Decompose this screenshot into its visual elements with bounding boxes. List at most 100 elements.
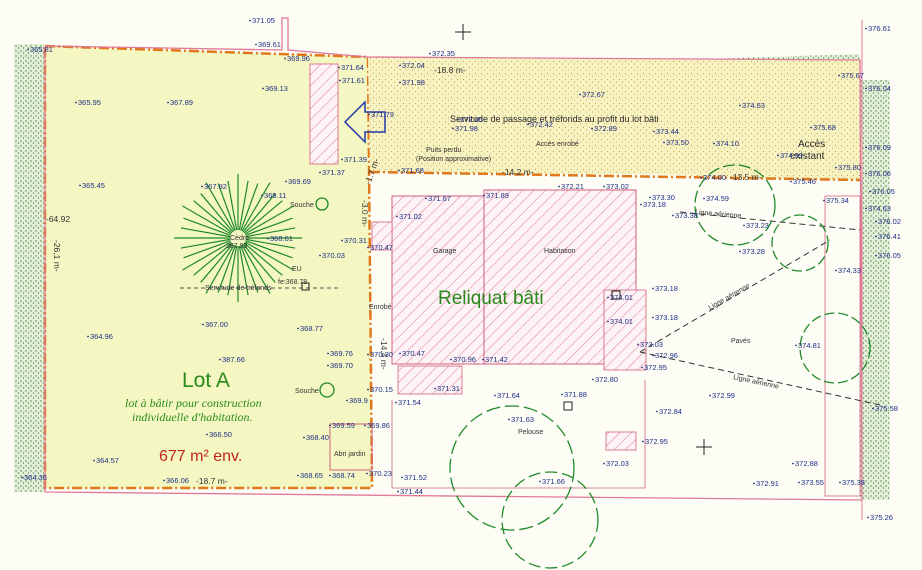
ligne-aerienne-3: Ligne aérienne <box>695 209 742 220</box>
spot-height-marker <box>709 394 711 397</box>
spot-height-label: 369.13 <box>265 84 288 93</box>
manhole-icon <box>301 282 310 291</box>
spot-height-marker <box>561 393 563 396</box>
spot-height-label: 369.76 <box>330 349 353 358</box>
spot-height-marker <box>367 353 369 356</box>
tree-south-icon <box>449 405 599 569</box>
dim-top: -18.8 m- <box>434 65 466 75</box>
spot-height-label: 371.42 <box>485 355 508 364</box>
spot-height-label: 371.39 <box>344 155 367 164</box>
spot-height-label: 368.61 <box>270 234 293 243</box>
spot-height-marker <box>401 476 403 479</box>
spot-height-label: 365.45 <box>82 181 105 190</box>
acces-enrobe-label: Accès enrobé <box>536 141 579 148</box>
spot-height-label: 375.46 <box>793 177 816 186</box>
ligne-aerienne-2: Ligne aérienne <box>733 374 780 390</box>
spot-height-marker <box>652 354 654 357</box>
spot-height-label: 371.44 <box>400 487 423 496</box>
abri-jardin-label: Abri jardin <box>334 451 366 458</box>
ligne-aerienne-1: Ligne aérienne <box>708 282 752 311</box>
spot-height-label: 367.00 <box>205 320 228 329</box>
spot-height-marker <box>285 180 287 183</box>
enrobe-label: Enrobé <box>369 304 392 311</box>
spot-height-marker <box>810 126 812 129</box>
spot-height-marker <box>839 481 841 484</box>
spot-height-marker <box>603 185 605 188</box>
spot-height-label: 376.05 <box>878 251 901 260</box>
habitation-label: Habitation <box>544 248 576 255</box>
spot-height-marker <box>700 176 702 179</box>
spot-height-marker <box>835 166 837 169</box>
spot-height-label: 364.96 <box>90 332 113 341</box>
spot-height-marker <box>792 462 794 465</box>
spot-height-marker <box>367 246 369 249</box>
power-line-1 <box>639 239 831 353</box>
spot-height-label: 371.98 <box>455 124 478 133</box>
spot-height-marker <box>338 66 340 69</box>
spot-height-label: 371.54 <box>398 398 421 407</box>
spot-height-label: 372.96 <box>655 351 678 360</box>
property-boundary <box>44 17 863 501</box>
spot-height-marker <box>329 424 331 427</box>
spot-height-marker <box>429 52 431 55</box>
spot-height-label: 370.96 <box>453 355 476 364</box>
reliquat-title: Reliquat bâti <box>438 288 544 309</box>
dim-3m: -3.0 m- <box>360 200 370 227</box>
spot-height-marker <box>835 269 837 272</box>
spot-height-label: 373.02 <box>606 182 629 191</box>
spot-height-marker <box>592 378 594 381</box>
spot-height-label: 364.35 <box>24 473 47 482</box>
spot-height-label: 375.34 <box>826 196 849 205</box>
spot-height-label: 373.03 <box>640 340 663 349</box>
lot-a-title: Lot A <box>182 369 230 392</box>
building-annex <box>603 289 647 371</box>
spot-height-label: 376.41 <box>878 232 901 241</box>
spot-height-marker <box>399 352 401 355</box>
spot-height-label: 369.69 <box>288 177 311 186</box>
spot-height-label: 371.89 <box>486 191 509 200</box>
spot-height-label: 371.67 <box>428 194 451 203</box>
spot-height-label: 368.77 <box>300 324 323 333</box>
acces-label-2: existant <box>790 151 825 162</box>
spot-height-label: 375.67 <box>841 71 864 80</box>
dim-bati-top: -14.2 m- <box>502 167 534 177</box>
spot-height-marker <box>865 27 867 30</box>
lot-a-area: 677 m² env. <box>159 448 242 465</box>
spot-height-label: 366.50 <box>209 430 232 439</box>
spot-height-marker <box>202 323 204 326</box>
spot-height-label: 372.04 <box>402 61 425 70</box>
spot-height-label: 371.05 <box>252 16 275 25</box>
spot-height-label: 369.61 <box>258 40 281 49</box>
servitude-label: Servitude de passage et tréfonds au prof… <box>450 114 659 124</box>
spot-height-label: 371.61 <box>342 76 365 85</box>
spot-height-label: 371.52 <box>404 473 427 482</box>
spot-height-label: 370.23 <box>369 469 392 478</box>
spot-height-label: 365.95 <box>78 98 101 107</box>
spot-height-marker <box>795 344 797 347</box>
spot-height-marker <box>201 185 203 188</box>
spot-height-label: 374.81 <box>798 341 821 350</box>
spot-height-marker <box>753 482 755 485</box>
spot-height-label: 373.28 <box>742 247 765 256</box>
spot-height-label: 372.21 <box>561 182 584 191</box>
garage-block <box>391 195 485 365</box>
spot-height-label: 375.68 <box>813 123 836 132</box>
spot-height-label: 372.67 <box>582 90 605 99</box>
lot-a-subtitle-2: individuelle d'habitation. <box>132 410 253 424</box>
spot-height-marker <box>267 237 269 240</box>
access-arrow-icon <box>343 100 386 144</box>
spot-height-marker <box>327 364 329 367</box>
spot-height-label: 370.47 <box>370 243 393 252</box>
spot-height-marker <box>642 440 644 443</box>
spot-height-marker <box>739 250 741 253</box>
spot-height-label: 368.74 <box>332 471 355 480</box>
spot-height-marker <box>425 197 427 200</box>
paves-label: Pavés <box>731 338 751 345</box>
spot-height-marker <box>434 387 436 390</box>
spot-height-marker <box>558 185 560 188</box>
spot-height-label: 373.30 <box>652 193 675 202</box>
hedge-left <box>14 44 44 492</box>
spot-height-marker <box>713 142 715 145</box>
spot-height-marker <box>341 239 343 242</box>
spot-height-marker <box>640 203 642 206</box>
